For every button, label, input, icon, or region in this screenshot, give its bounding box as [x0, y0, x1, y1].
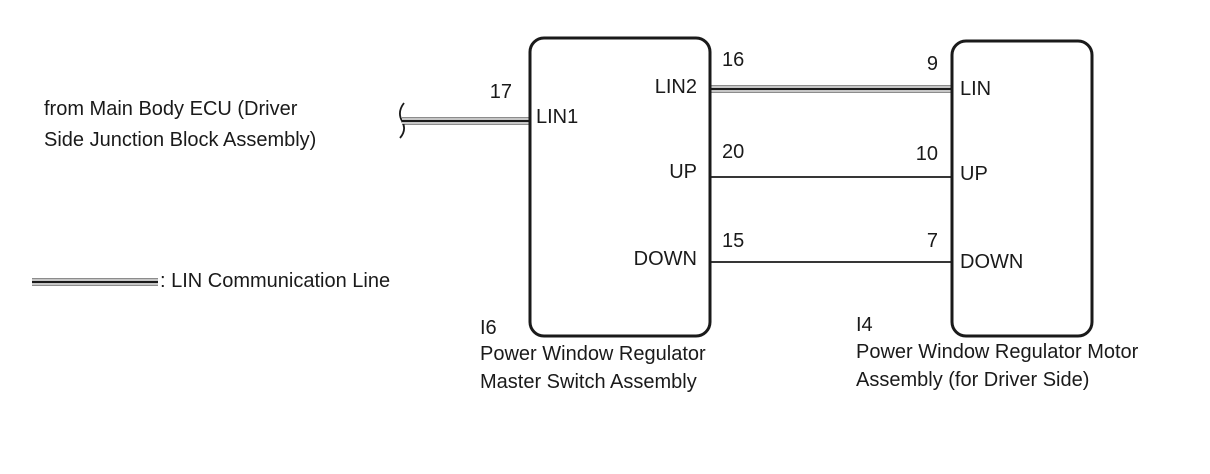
- master-switch-code: I6: [480, 317, 497, 339]
- master-switch-box: [528, 36, 712, 338]
- terminal-down-motor: DOWN: [960, 251, 1023, 273]
- pin-17: 17: [490, 81, 512, 103]
- lin1-wire: [402, 117, 530, 125]
- pin-10: 10: [916, 143, 938, 165]
- terminal-lin-motor: LIN: [960, 78, 991, 100]
- master-switch-name-line1: Power Window Regulator: [480, 343, 706, 365]
- lin2-wire: [710, 85, 952, 93]
- motor-code: I4: [856, 314, 873, 336]
- legend-label: : LIN Communication Line: [160, 270, 390, 292]
- terminal-up-motor: UP: [960, 163, 988, 185]
- motor-box: [950, 39, 1094, 338]
- source-label-line1: from Main Body ECU (Driver: [44, 98, 298, 120]
- master-switch-name-line2: Master Switch Assembly: [480, 371, 697, 393]
- legend-lin-symbol: [32, 278, 158, 286]
- pin-16: 16: [722, 49, 744, 71]
- pin-7: 7: [927, 230, 938, 252]
- source-label-line2: Side Junction Block Assembly): [44, 129, 316, 151]
- pin-9: 9: [927, 53, 938, 75]
- terminal-lin1: LIN1: [536, 106, 578, 128]
- pin-15: 15: [722, 230, 744, 252]
- motor-name-line1: Power Window Regulator Motor: [856, 341, 1139, 363]
- motor-name-line2: Assembly (for Driver Side): [856, 369, 1089, 391]
- terminal-down-master: DOWN: [634, 248, 697, 270]
- terminal-up-master: UP: [669, 161, 697, 183]
- terminal-lin2: LIN2: [655, 76, 697, 98]
- pin-20: 20: [722, 141, 744, 163]
